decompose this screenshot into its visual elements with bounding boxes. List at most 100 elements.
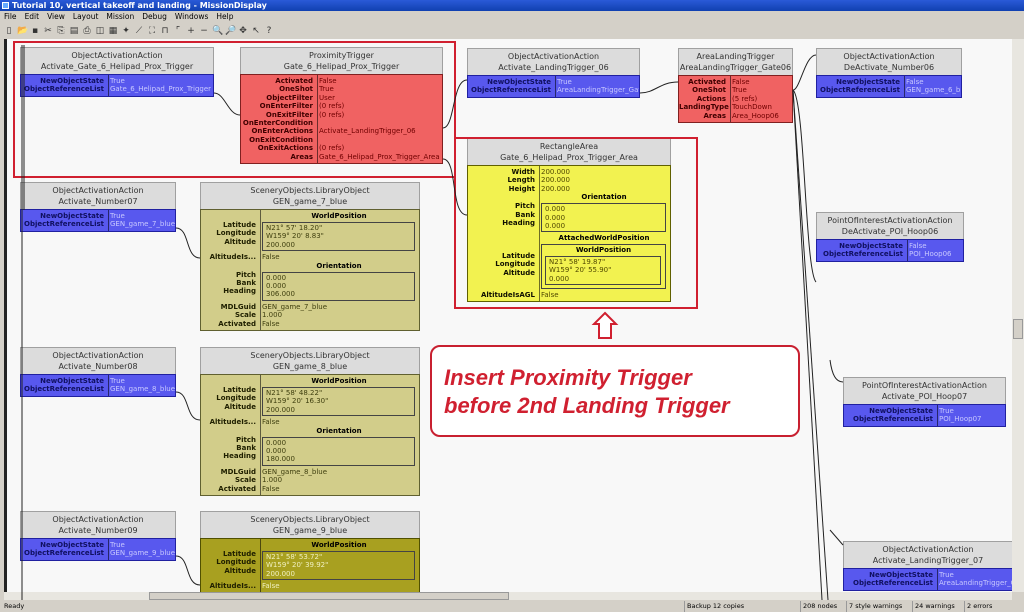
property-value[interactable]: W159° 20' 39.92" [266, 561, 329, 570]
property-value[interactable]: Area_Hoop06 [732, 111, 779, 120]
unlink-icon[interactable]: ⟋ [135, 25, 143, 36]
property-value[interactable]: 200.000 [266, 569, 295, 578]
menu-file[interactable]: File [4, 12, 17, 21]
property-value[interactable]: 200.000 [541, 176, 570, 185]
property-value[interactable]: 200.000 [266, 405, 295, 414]
vertical-scrollbar[interactable] [1012, 39, 1024, 592]
property-value[interactable]: False [909, 242, 927, 250]
property-value[interactable]: W159° 20' 16.30" [266, 397, 329, 406]
property-value[interactable]: False [732, 78, 750, 86]
property-value[interactable]: True [557, 78, 572, 86]
property-value[interactable]: False [541, 290, 559, 299]
property-value[interactable]: N21° 57' 18.20" [266, 224, 323, 232]
zoom-in-icon[interactable]: 🔍 [212, 25, 224, 36]
property-value[interactable]: Gate_6_Helipad_Prox_Trigger [110, 85, 212, 94]
property-value[interactable]: (0 refs) [319, 102, 345, 111]
property-value[interactable]: 200.000 [266, 240, 295, 249]
property-value[interactable]: W159° 20' 55.90" [549, 266, 612, 275]
property-value[interactable]: False [319, 77, 337, 85]
property-value[interactable]: GEN_game_6_blue [906, 86, 961, 95]
menu-layout[interactable]: Layout [72, 12, 99, 21]
property-value[interactable]: 0.000 [545, 205, 566, 214]
property-value[interactable]: True [110, 212, 125, 220]
help-icon[interactable]: ? [266, 25, 272, 36]
property-value[interactable]: False [262, 319, 280, 328]
property-value[interactable]: (0 refs) [319, 110, 345, 119]
frame-icon[interactable]: ⊓ [161, 25, 169, 36]
property-value[interactable]: GEN_game_8_blue [110, 385, 175, 394]
property-value[interactable]: False [262, 582, 280, 591]
property-value[interactable]: 0.000 [266, 446, 287, 455]
property-value[interactable]: N21° 58' 53.72" [266, 553, 323, 561]
property-value[interactable]: 200.000 [541, 168, 570, 176]
menu-help[interactable]: Help [216, 12, 234, 21]
property-value[interactable]: False [262, 418, 280, 427]
link-icon[interactable]: ✦ [122, 25, 130, 36]
property-value[interactable]: GEN_game_7_blue [262, 302, 328, 311]
copy-icon[interactable]: ⎘ [57, 25, 65, 36]
menu-debug[interactable]: Debug [142, 12, 167, 21]
property-value[interactable]: True [319, 85, 334, 94]
open-icon[interactable]: 📂 [17, 25, 29, 36]
property-value[interactable]: True [110, 77, 125, 85]
zoom-out-icon[interactable]: 🔎 [225, 25, 237, 36]
menu-view[interactable]: View [47, 12, 65, 21]
property-value[interactable]: Gate_6_Helipad_Prox_Trigger_Area [319, 152, 440, 161]
property-value[interactable]: False [262, 484, 280, 493]
cut-icon[interactable]: ✂ [44, 25, 52, 36]
property-value[interactable]: N21° 58' 19.87" [549, 257, 606, 266]
minus-icon[interactable]: − [200, 25, 208, 36]
property-value[interactable]: 0.000 [545, 222, 566, 230]
property-value[interactable]: 0.000 [549, 274, 570, 283]
property-value[interactable]: (5 refs) [732, 94, 758, 103]
property-value[interactable]: POI_Hoop06 [909, 250, 952, 259]
property-value[interactable]: 0.000 [266, 281, 287, 290]
print-icon[interactable]: ⎙ [83, 25, 91, 36]
property-value[interactable]: True [732, 86, 747, 95]
property-value[interactable]: (0 refs) [319, 144, 345, 153]
property-value[interactable]: True [939, 407, 954, 415]
property-value[interactable]: AreaLandingTrigger_Gate06 [557, 86, 639, 95]
property-value[interactable]: False [906, 78, 924, 86]
property-value[interactable]: 0.000 [266, 273, 287, 282]
property-value[interactable]: AreaLandingTrigger_Gate07 [939, 579, 1012, 588]
menu-windows[interactable]: Windows [174, 12, 209, 21]
property-value[interactable]: GEN_game_7_blue [110, 220, 175, 229]
property-value[interactable]: N21° 58' 48.22" [266, 389, 323, 397]
pan-icon[interactable]: ✥ [239, 25, 247, 36]
properties-icon[interactable]: ▦ [108, 25, 118, 36]
property-value[interactable]: True [939, 571, 954, 579]
horizontal-scrollbar[interactable] [4, 592, 1012, 600]
property-value[interactable] [316, 119, 442, 127]
property-value[interactable]: 180.000 [266, 455, 295, 464]
property-value[interactable]: GEN_game_9_blue [110, 549, 175, 558]
property-value[interactable]: TouchDown [732, 103, 772, 112]
property-value[interactable]: 1.000 [262, 476, 283, 485]
new-icon[interactable]: ▯ [6, 25, 12, 36]
save-icon[interactable]: ▪ [31, 25, 39, 36]
paste-icon[interactable]: ▤ [69, 25, 79, 36]
